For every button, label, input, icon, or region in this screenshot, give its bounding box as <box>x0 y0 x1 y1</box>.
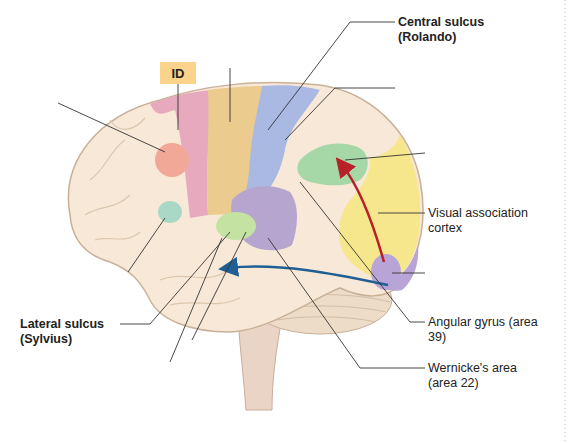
small-region <box>158 201 182 223</box>
callout-label: Angular gyrus (area 39) <box>428 315 548 345</box>
supramarginal-region <box>297 144 367 186</box>
dorsal-arrow <box>342 165 384 262</box>
cerebrum <box>68 82 423 332</box>
callout-label: Visual association cortex <box>428 206 558 236</box>
brainstem <box>238 318 282 410</box>
leader-lines <box>58 22 425 368</box>
label-box: ID <box>160 62 196 84</box>
broca-region <box>155 143 189 177</box>
box-text: ID <box>172 66 185 81</box>
auditory-region <box>216 212 256 240</box>
callout-label: Central sulcus (Rolando) <box>398 15 518 45</box>
premotor-region <box>150 90 212 218</box>
callout-label: Wernicke's area (area 22) <box>428 361 548 391</box>
callout-label: Lateral sulcus (Sylvius) <box>20 317 130 347</box>
ventral-arrow <box>228 266 388 285</box>
page-edge <box>565 0 566 443</box>
